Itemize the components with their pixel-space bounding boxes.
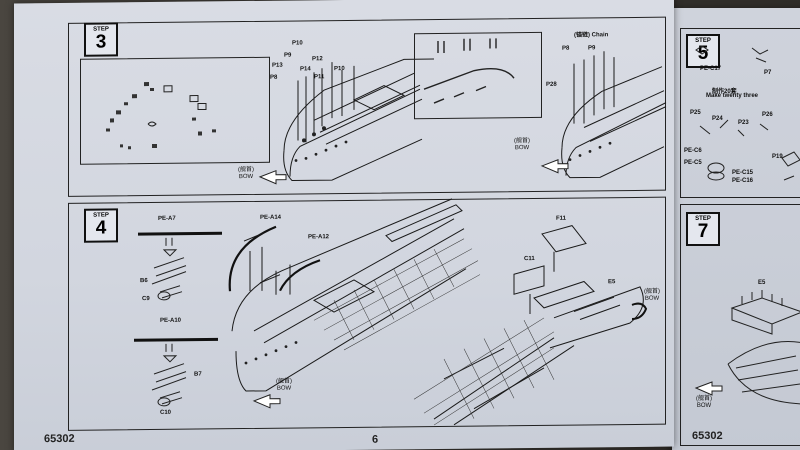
step-4-stern-drawing	[413, 225, 648, 426]
bow-label-step7: (舰首) BOW	[696, 396, 712, 410]
step-5-drawing	[695, 45, 800, 181]
bow-en: BOW	[696, 403, 712, 409]
label-e5b: E5	[758, 280, 766, 286]
step-7-panel	[680, 204, 800, 446]
label-make20-cn: 制作20套	[712, 89, 737, 95]
label-pec6: PE-C6	[684, 148, 702, 154]
label-p25: P25	[690, 110, 701, 116]
bow-cn: (舰首)	[696, 396, 712, 402]
instruction-page: STEP 3 P10 P9 P13 P8 P14 P12 P11	[14, 0, 674, 450]
step-3-parts	[106, 82, 216, 150]
label-p26: P26	[762, 112, 773, 118]
step-4-small-parts	[134, 231, 222, 407]
label-pec17: PE-C17	[700, 66, 722, 72]
footer-page-number: 6	[372, 433, 379, 446]
label-p19: P19	[772, 154, 783, 160]
step-3-bow-right-drawing	[540, 51, 667, 179]
step-number: 7	[697, 221, 709, 242]
label-pec5: PE-C5	[684, 160, 702, 166]
bow-label-step4-right: (舰首) BOW	[644, 289, 660, 303]
label-make20-en: Make twenty three	[706, 93, 759, 99]
step-5-panel	[680, 28, 800, 198]
bow-en: BOW	[644, 295, 660, 302]
label-pec16: PE-C16	[732, 178, 754, 184]
label-p24: P24	[712, 116, 723, 122]
label-p7: P7	[764, 70, 772, 76]
step-prefix: STEP	[695, 216, 711, 222]
chain-inset-drawing	[423, 38, 515, 104]
step-prefix: STEP	[695, 38, 711, 44]
next-page: STEP 5 PE-C17 P7 制作20套 Make twenty three…	[672, 8, 800, 450]
label-p23: P23	[738, 120, 749, 126]
step-3-bow-drawing	[258, 58, 434, 185]
footer-left-code: 65302	[44, 432, 75, 446]
step-7-badge: STEP 7	[686, 212, 720, 246]
step-7-drawing	[694, 290, 800, 405]
footer-right-code: 65302	[692, 430, 723, 442]
step-4-deck-drawing	[228, 198, 481, 409]
label-pec15: PE-C15	[732, 170, 754, 176]
